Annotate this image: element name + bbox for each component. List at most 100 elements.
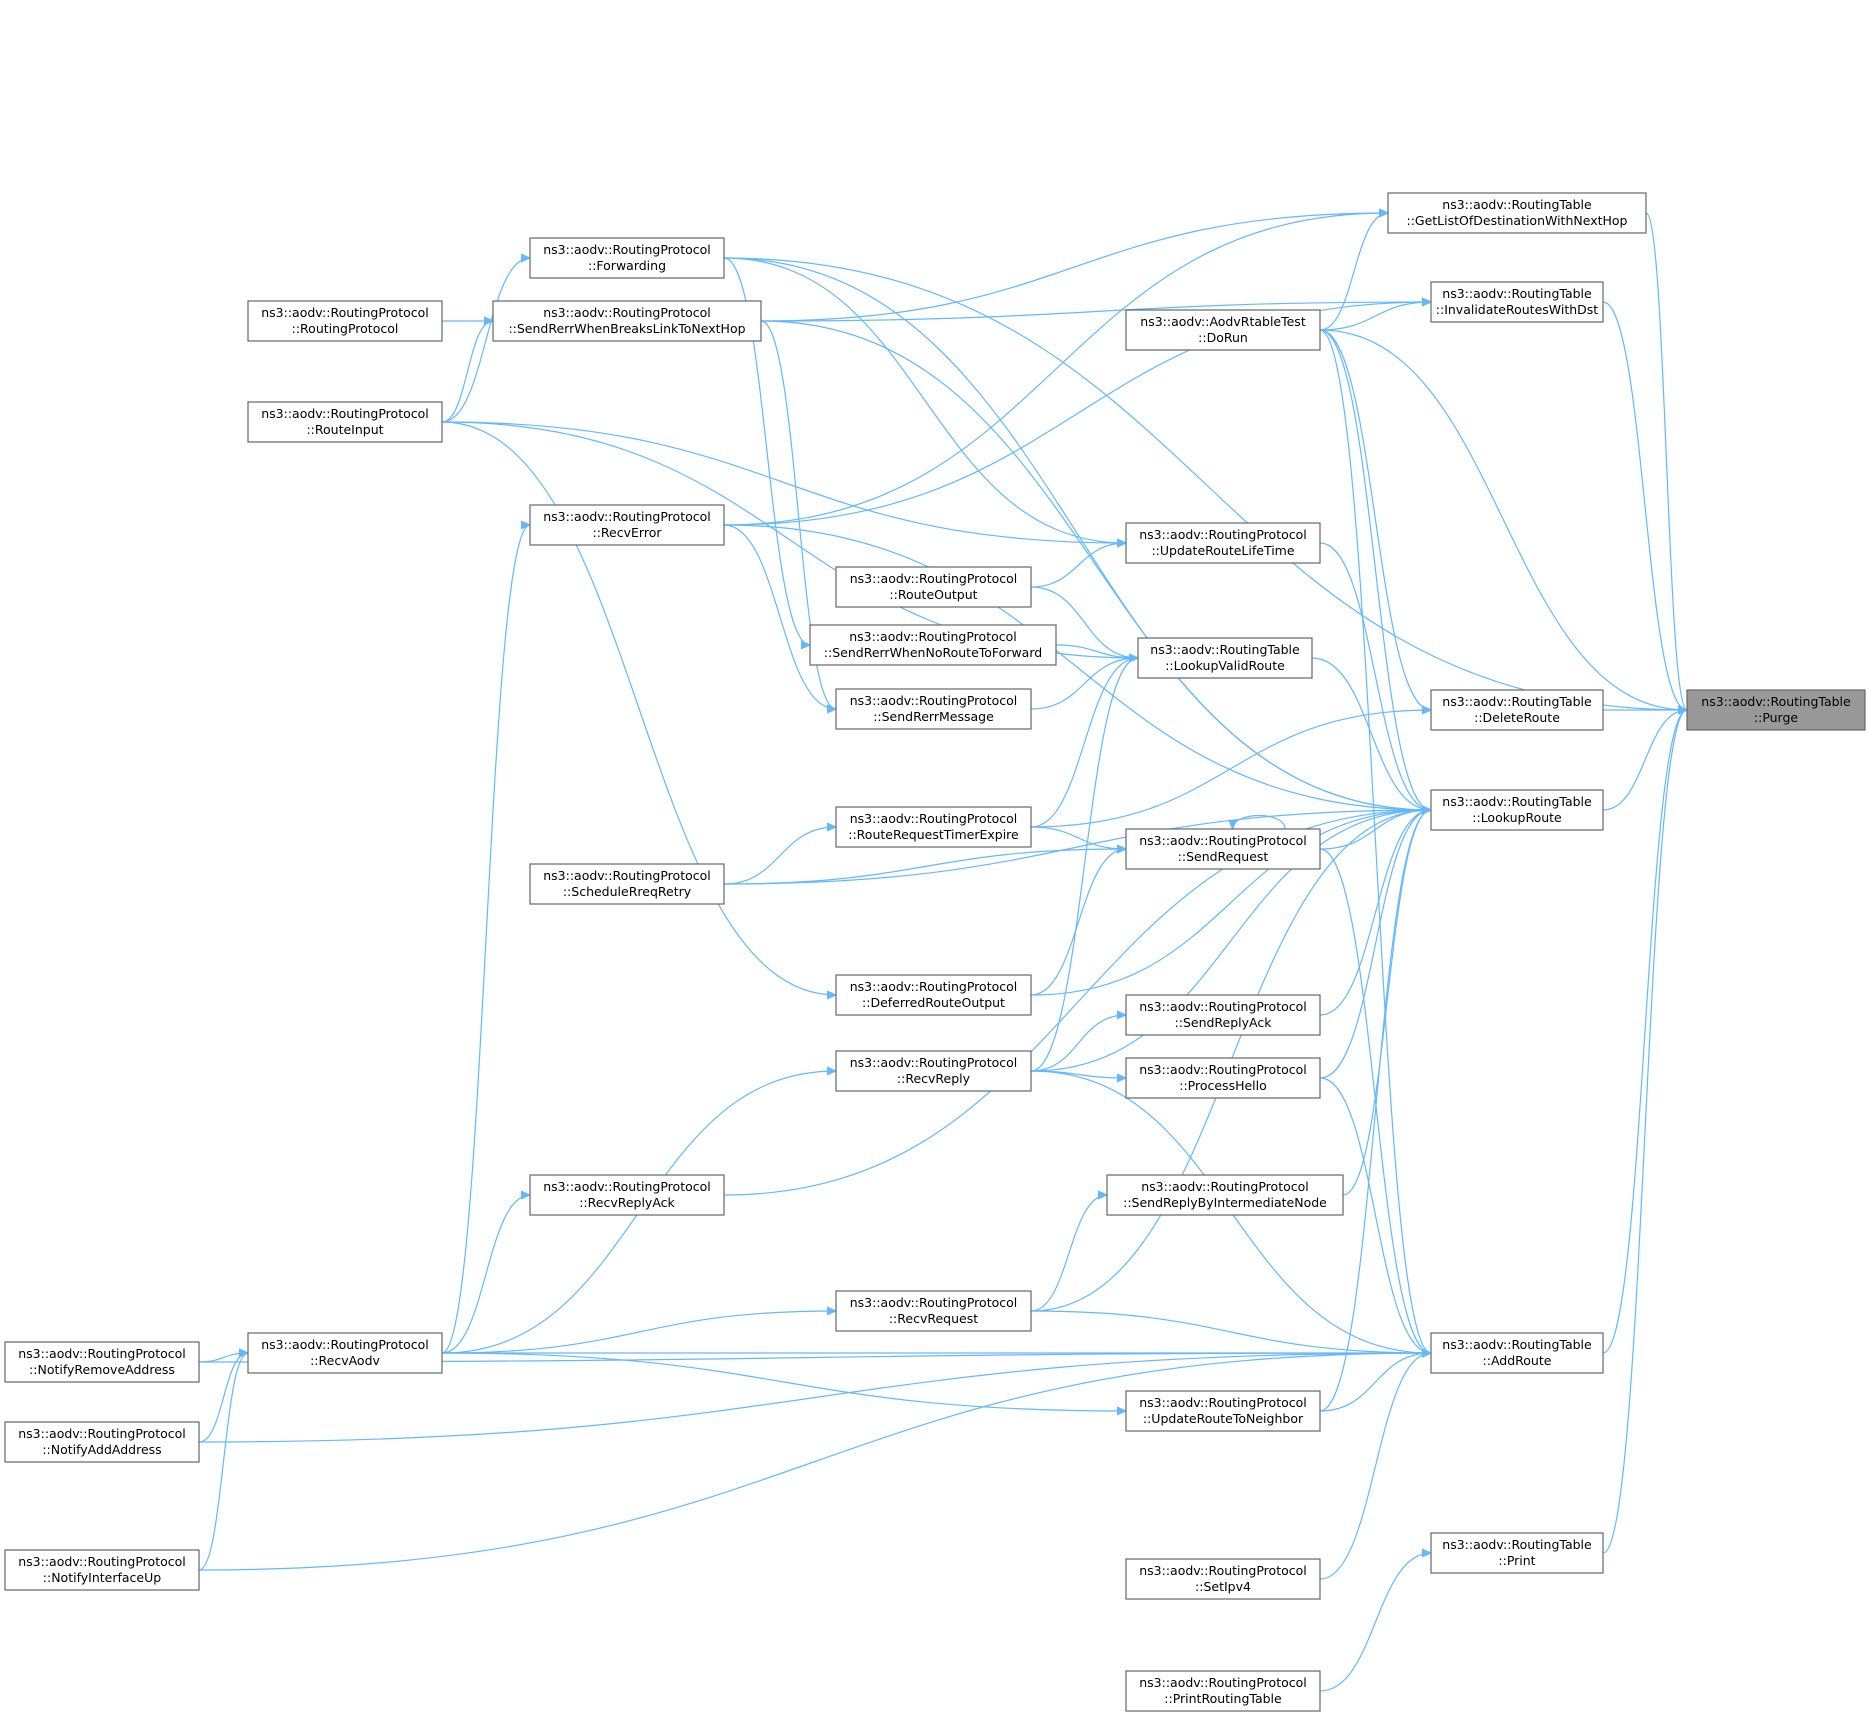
edge-routeinput-to-updatelife [441, 421, 1126, 543]
node-box[interactable] [1125, 994, 1321, 1036]
node-printrt[interactable]: ns3::aodv::RoutingProtocol::PrintRouting… [1125, 1670, 1321, 1712]
node-forwarding[interactable]: ns3::aodv::RoutingProtocol::Forwarding [529, 237, 725, 279]
node-updatelife[interactable]: ns3::aodv::RoutingProtocol::UpdateRouteL… [1125, 522, 1321, 564]
node-notifyremove[interactable]: ns3::aodv::RoutingProtocol::NotifyRemove… [4, 1341, 200, 1383]
edge-setipv4-to-addroute [1319, 1353, 1431, 1580]
node-box[interactable] [835, 806, 1032, 848]
node-recvaodv[interactable]: ns3::aodv::RoutingProtocol::RecvAodv [247, 1332, 443, 1374]
edge-rreqtimer-to-sendrequest [1030, 826, 1126, 849]
node-routeinput[interactable]: ns3::aodv::RoutingProtocol::RouteInput [247, 401, 443, 443]
node-box[interactable] [1125, 522, 1321, 564]
edge-recvaodv-to-recvrequest [441, 1311, 836, 1354]
node-notifyup[interactable]: ns3::aodv::RoutingProtocol::NotifyInterf… [4, 1549, 200, 1591]
node-deferred[interactable]: ns3::aodv::RoutingProtocol::DeferredRout… [835, 974, 1032, 1016]
edge-addroute-to-purge [1602, 710, 1687, 1354]
node-recvreplyack[interactable]: ns3::aodv::RoutingProtocol::RecvReplyAck [529, 1174, 725, 1216]
node-box[interactable] [835, 1050, 1032, 1092]
node-label-line1: ns3::aodv::RoutingProtocol [261, 305, 429, 320]
node-getlist[interactable]: ns3::aodv::RoutingTable::GetListOfDestin… [1387, 192, 1647, 234]
edge-deferred-to-sendrequest [1030, 849, 1126, 996]
node-box[interactable] [809, 624, 1057, 666]
node-label-line2: ::InvalidateRoutesWithDst [1436, 302, 1599, 317]
node-deleteroute[interactable]: ns3::aodv::RoutingTable::DeleteRoute [1430, 689, 1604, 731]
node-updateneighbor[interactable]: ns3::aodv::RoutingProtocol::UpdateRouteT… [1125, 1390, 1321, 1432]
node-sendrequest[interactable]: ns3::aodv::RoutingProtocol::SendRequest [1125, 828, 1321, 870]
edge-recvrequest-to-sendreplyinter [1030, 1195, 1107, 1312]
node-box[interactable] [1387, 192, 1647, 234]
node-invalidate[interactable]: ns3::aodv::RoutingTable::InvalidateRoute… [1430, 281, 1604, 323]
node-label-line1: ns3::aodv::RoutingTable [1442, 794, 1592, 809]
node-label-line2: ::GetListOfDestinationWithNextHop [1406, 213, 1627, 228]
node-lookupvalid[interactable]: ns3::aodv::RoutingTable::LookupValidRout… [1137, 637, 1313, 679]
node-box[interactable] [4, 1549, 200, 1591]
node-lookuproute[interactable]: ns3::aodv::RoutingTable::LookupRoute [1430, 789, 1604, 831]
node-box[interactable] [529, 1174, 725, 1216]
node-label-line2: ::Purge [1754, 710, 1799, 725]
node-box[interactable] [835, 688, 1032, 730]
node-box[interactable] [1686, 689, 1866, 731]
node-schedulerreq[interactable]: ns3::aodv::RoutingProtocol::ScheduleRreq… [529, 863, 725, 905]
edge-sendreplyinter-to-lookuproute [1342, 810, 1431, 1196]
node-label-line2: ::SendRerrWhenBreaksLinkToNextHop [508, 321, 745, 336]
node-box[interactable] [4, 1341, 200, 1383]
node-box[interactable] [1125, 1558, 1321, 1600]
node-box[interactable] [529, 863, 725, 905]
node-box[interactable] [1137, 637, 1313, 679]
node-box[interactable] [1125, 1390, 1321, 1432]
node-box[interactable] [1125, 828, 1321, 870]
edge-lookuproute-to-purge [1602, 710, 1687, 811]
node-addroute[interactable]: ns3::aodv::RoutingTable::AddRoute [1430, 1332, 1604, 1374]
edge-processhello-to-addroute [1319, 1077, 1431, 1353]
node-box[interactable] [835, 1290, 1032, 1332]
node-label-line2: ::ScheduleRreqRetry [563, 884, 692, 899]
edge-sendrerrbreak-to-getlist [760, 213, 1388, 322]
node-box[interactable] [529, 237, 725, 279]
node-box[interactable] [247, 401, 443, 443]
node-ctor[interactable]: ns3::aodv::RoutingProtocol::RoutingProto… [247, 300, 443, 342]
node-purge[interactable]: ns3::aodv::RoutingTable::Purge [1686, 689, 1866, 731]
node-sendrerrmsg[interactable]: ns3::aodv::RoutingProtocol::SendRerrMess… [835, 688, 1032, 730]
node-sendreplyack[interactable]: ns3::aodv::RoutingProtocol::SendReplyAck [1125, 994, 1321, 1036]
node-box[interactable] [1125, 1057, 1321, 1099]
node-sendreplyinter[interactable]: ns3::aodv::RoutingProtocol::SendReplyByI… [1106, 1174, 1344, 1216]
node-sendrerrnoroute[interactable]: ns3::aodv::RoutingProtocol::SendRerrWhen… [809, 624, 1057, 666]
node-box[interactable] [1430, 1532, 1604, 1574]
nodes: ns3::aodv::RoutingTable::Purgens3::aodv:… [4, 192, 1866, 1712]
node-box[interactable] [1430, 1332, 1604, 1374]
node-sendrerrbreak[interactable]: ns3::aodv::RoutingProtocol::SendRerrWhen… [492, 300, 762, 342]
node-label-line2: ::DeferredRouteOutput [862, 995, 1005, 1010]
node-recvrequest[interactable]: ns3::aodv::RoutingProtocol::RecvRequest [835, 1290, 1032, 1332]
node-label-line1: ns3::aodv::RoutingProtocol [1141, 1179, 1309, 1194]
node-rreqtimer[interactable]: ns3::aodv::RoutingProtocol::RouteRequest… [835, 806, 1032, 848]
node-label-line1: ns3::aodv::RoutingTable [1442, 1537, 1592, 1552]
node-label-line2: ::RouteOutput [889, 587, 977, 602]
node-box[interactable] [247, 1332, 443, 1374]
node-label-line1: ns3::aodv::RoutingProtocol [261, 1337, 429, 1352]
edge-dorun-to-deleteroute [1319, 329, 1431, 710]
node-dorun[interactable]: ns3::aodv::AodvRtableTest::DoRun [1125, 309, 1321, 351]
node-box[interactable] [1430, 689, 1604, 731]
node-box[interactable] [1106, 1174, 1344, 1216]
node-box[interactable] [492, 300, 762, 342]
node-box[interactable] [1430, 281, 1604, 323]
node-label-line2: ::RecvAodv [310, 1353, 380, 1368]
node-box[interactable] [835, 974, 1032, 1016]
node-box[interactable] [4, 1421, 200, 1463]
node-setipv4[interactable]: ns3::aodv::RoutingProtocol::SetIpv4 [1125, 1558, 1321, 1600]
edge-notifyup-to-recvaodv [198, 1353, 248, 1571]
node-box[interactable] [1125, 1670, 1321, 1712]
node-box[interactable] [835, 566, 1032, 608]
node-box[interactable] [1430, 789, 1604, 831]
node-box[interactable] [247, 300, 443, 342]
node-label-line2: ::RouteRequestTimerExpire [848, 827, 1019, 842]
node-notifyadd[interactable]: ns3::aodv::RoutingProtocol::NotifyAddAdd… [4, 1421, 200, 1463]
edge-sendrequest-to-sendrequest [1233, 814, 1286, 830]
edge-notifyup-to-addroute [198, 1353, 1431, 1571]
node-routeoutput[interactable]: ns3::aodv::RoutingProtocol::RouteOutput [835, 566, 1032, 608]
node-print[interactable]: ns3::aodv::RoutingTable::Print [1430, 1532, 1604, 1574]
node-recverror[interactable]: ns3::aodv::RoutingProtocol::RecvError [529, 504, 725, 546]
node-recvreply[interactable]: ns3::aodv::RoutingProtocol::RecvReply [835, 1050, 1032, 1092]
node-processhello[interactable]: ns3::aodv::RoutingProtocol::ProcessHello [1125, 1057, 1321, 1099]
node-box[interactable] [529, 504, 725, 546]
node-box[interactable] [1125, 309, 1321, 351]
